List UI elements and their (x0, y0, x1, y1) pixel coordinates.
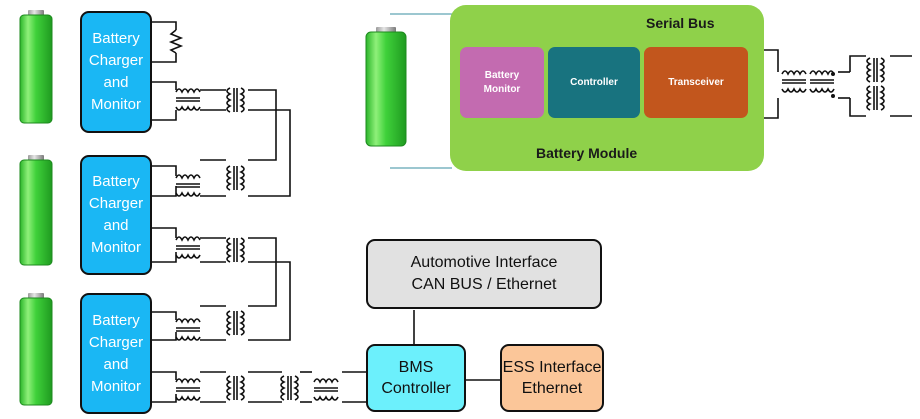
serial-bus-title: Serial Bus (646, 15, 715, 31)
battery-icon (19, 10, 53, 124)
ess-line: ESS Interface (502, 359, 602, 376)
polarity-dot (831, 72, 835, 76)
ess-line: Ethernet (521, 380, 583, 397)
ess-interface-box: ESS Interface Ethernet (500, 344, 604, 412)
controller-box: Controller (548, 47, 640, 118)
transformer-icon (781, 70, 807, 93)
battery-module-label: Battery Module (536, 145, 638, 161)
polarity-dot (831, 94, 835, 98)
monitor-text-line: Battery (92, 173, 140, 190)
battery-monitor-text: Battery (484, 69, 520, 81)
transceiver-box: Transceiver (644, 47, 748, 118)
monitor-text-line: and (103, 74, 129, 91)
transformer-icon (175, 88, 201, 111)
automotive-line: CAN BUS / Ethernet (411, 276, 557, 293)
transformer-icon (866, 85, 885, 111)
monitor-text-line: Battery (92, 30, 140, 47)
transformer-icon (226, 310, 245, 336)
transformer-icon (226, 87, 245, 113)
battery-icon (19, 293, 53, 406)
transceiver-label: Transceiver (668, 76, 724, 88)
module-bus-wiring (390, 13, 912, 169)
battery-charger-monitor-box: Battery Charger and Monitor (80, 11, 152, 133)
daisy-chain-wiring (152, 81, 500, 403)
transformer-icon (175, 236, 201, 259)
battery-icon (19, 155, 53, 266)
monitor-text-line: Charger (88, 333, 144, 351)
automotive-interface-box: Automotive Interface CAN BUS / Ethernet (366, 239, 602, 309)
battery-charger-monitor-box: Battery Charger and Monitor (80, 293, 152, 414)
bms-controller-box: BMS Controller (366, 344, 466, 412)
monitor-text-line: and (103, 355, 129, 373)
monitor-text-line: Monitor (90, 377, 142, 395)
transformer-icon (866, 57, 885, 83)
monitor-text-line: Charger (88, 195, 144, 212)
transformer-icon (313, 378, 339, 401)
battery-monitor-text: Monitor (483, 83, 521, 95)
automotive-line: Automotive Interface (410, 254, 558, 271)
transformer-icon (809, 70, 835, 93)
monitor-text-line: Battery (92, 311, 140, 329)
monitor-text-line: Monitor (90, 96, 142, 113)
monitor-text-line: and (103, 217, 129, 234)
bms-line: Controller (381, 380, 451, 397)
battery-monitor-box: Battery Monitor (460, 47, 544, 118)
resistor-icon (152, 21, 184, 63)
transformer-icon (175, 318, 201, 341)
monitor-text-line: Monitor (90, 239, 142, 256)
bms-line: BMS (398, 359, 434, 376)
transformer-icon (175, 174, 201, 197)
battery-icon (365, 27, 407, 147)
monitor-text-line: Charger (88, 52, 144, 69)
transformer-icon (226, 165, 245, 191)
transformer-icon (280, 375, 299, 401)
battery-charger-monitor-box: Battery Charger and Monitor (80, 155, 152, 275)
transformer-icon (226, 237, 245, 263)
controller-label: Controller (570, 76, 618, 88)
transformer-icon (226, 375, 245, 401)
transformer-icon (175, 378, 201, 401)
